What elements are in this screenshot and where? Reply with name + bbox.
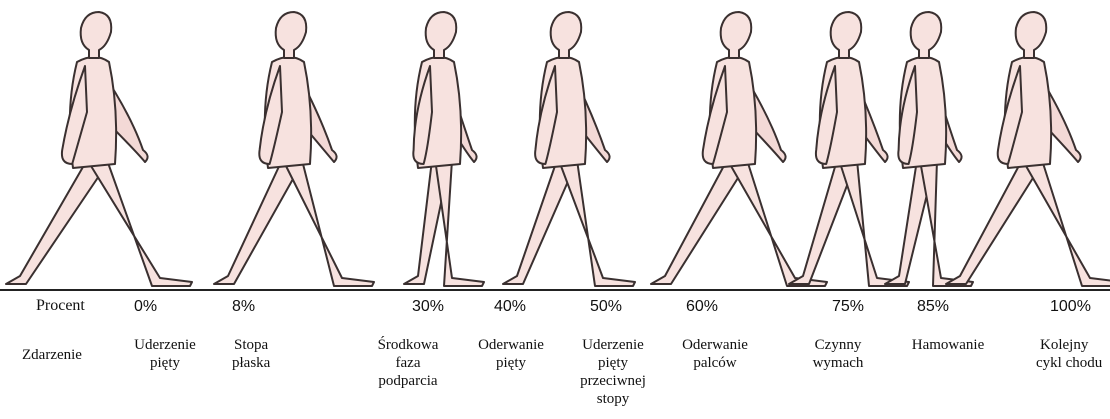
percent-label-8: 8% <box>232 299 255 315</box>
walking-figure-heel-off <box>503 12 635 286</box>
percent-label-40: 40% <box>494 299 526 315</box>
walking-figure-foot-flat <box>214 12 374 286</box>
percent-label-60: 60% <box>686 299 718 315</box>
walking-figure-toe-off <box>789 12 909 286</box>
head-shape <box>426 12 457 58</box>
head-shape <box>831 12 862 58</box>
percent-label-50: 50% <box>590 299 622 315</box>
head-shape <box>721 12 752 58</box>
walking-figure-swing <box>885 12 973 286</box>
head-shape <box>911 12 942 58</box>
percent-label-0: 0% <box>134 299 157 315</box>
back-leg-shape <box>503 160 573 284</box>
event-label-foot-flat: Stopa płaska <box>220 336 290 372</box>
head-shape <box>551 12 582 58</box>
percent-row-label: Procent <box>36 298 85 314</box>
walking-figure-heel-strike <box>6 12 192 286</box>
event-label-deceleration: Hamowanie <box>898 336 998 354</box>
walking-figure-opposite-heel-strike <box>651 12 827 286</box>
front-leg-shape <box>841 160 909 286</box>
walking-figure-next-cycle <box>946 12 1110 286</box>
back-leg-shape <box>6 160 103 284</box>
event-label-midstance: Środkowa faza podparcia <box>366 336 450 390</box>
event-label-heel-strike: Uderzenie pięty <box>125 336 205 372</box>
back-leg-shape <box>946 160 1038 284</box>
head-shape <box>81 12 112 58</box>
event-label-swing: Czynny wymach <box>798 336 878 372</box>
percent-label-85: 85% <box>917 299 949 315</box>
back-leg-shape <box>789 160 853 284</box>
front-leg-shape <box>286 160 374 286</box>
percent-label-75: 75% <box>832 299 864 315</box>
percent-label-100: 100% <box>1050 299 1091 315</box>
head-shape <box>1016 12 1047 58</box>
event-label-opposite-heel-strike: Uderzenie pięty przeciwnej stopy <box>568 336 658 408</box>
front-leg-shape <box>1026 160 1110 286</box>
walking-figure-midstance <box>404 12 484 286</box>
event-label-heel-off: Oderwanie pięty <box>466 336 556 372</box>
percent-label-30: 30% <box>412 299 444 315</box>
front-leg-shape <box>91 160 192 286</box>
event-row-label: Zdarzenie <box>22 346 82 364</box>
front-leg-shape <box>436 160 484 286</box>
back-leg-shape <box>651 160 743 284</box>
front-leg-shape <box>561 160 635 286</box>
event-label-next-cycle: Kolejny cykl chodu <box>1028 336 1110 372</box>
event-label-toe-off: Oderwanie palców <box>670 336 760 372</box>
back-leg-shape <box>214 160 298 284</box>
head-shape <box>276 12 307 58</box>
